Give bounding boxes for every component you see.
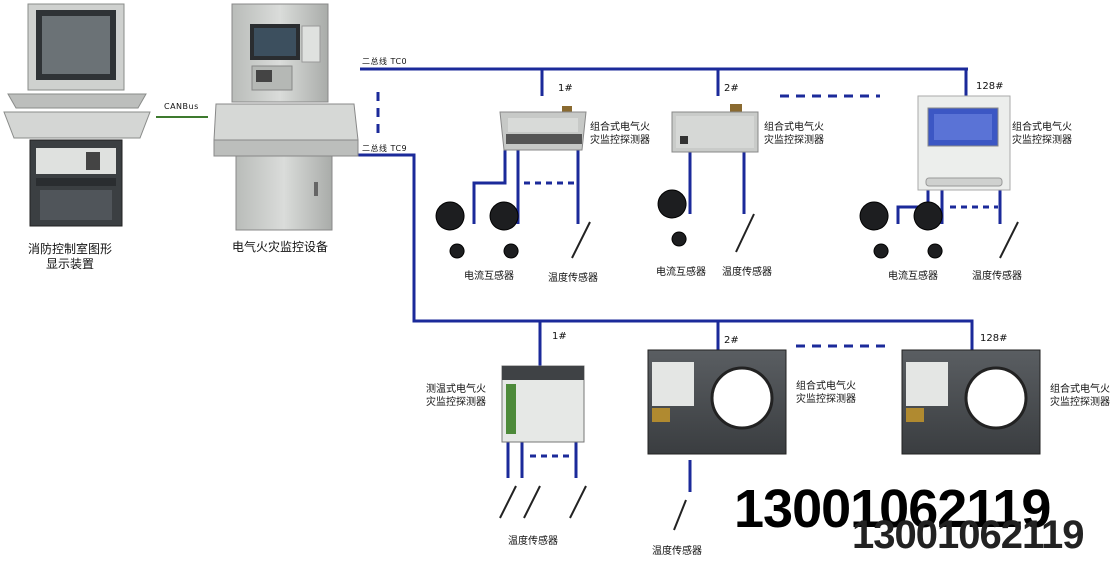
bottom-temp-label-1: 温度传感器 (508, 536, 558, 547)
bottom-node-1-title: 测温式电气火 灾监控探测器 (426, 384, 486, 408)
bus-wiring (358, 67, 1002, 492)
bus-tc9-label: 二总线 TC9 (362, 144, 408, 153)
top-temp-label-3: 温度传感器 (972, 271, 1022, 282)
graphic-display-label: 消防控制室图形 显示装置 (28, 242, 113, 271)
top-node-2-title: 组合式电气火 灾监控探测器 (764, 122, 824, 146)
top-current-transformers (435, 189, 943, 259)
top-node-128-number: 128# (976, 81, 1004, 92)
top-detector-1 (499, 106, 587, 151)
top-current-label-2: 电流互感器 (656, 267, 706, 278)
top-temp-label-1: 温度传感器 (548, 273, 598, 284)
bottom-temperature-probes (499, 485, 687, 531)
bottom-detector-128 (901, 349, 1041, 455)
bottom-detector-2 (647, 349, 787, 455)
top-detector-2 (671, 104, 759, 153)
fire-monitor-label: 电气火灾监控设备 (232, 240, 329, 254)
bottom-detector-1 (501, 365, 585, 443)
top-detector-128 (917, 95, 1011, 191)
bottom-node-1-number: 1# (552, 331, 567, 342)
watermark-phone-2: 13001062119 (852, 513, 1084, 557)
bottom-node-128-title: 组合式电气火 灾监控探测器 (1050, 384, 1110, 408)
graphic-display-device (3, 3, 151, 227)
top-node-2-number: 2# (724, 83, 739, 94)
top-temperature-probes (571, 213, 1019, 259)
top-node-128-title: 组合式电气火 灾监控探测器 (1012, 122, 1072, 146)
bottom-node-2-number: 2# (724, 335, 739, 346)
bus-tc9-line (358, 153, 974, 356)
bottom-temp-label-2: 温度传感器 (652, 546, 702, 557)
top-node-1-number: 1# (558, 83, 573, 94)
bottom-node-128-number: 128# (980, 333, 1008, 344)
bottom-node-2-title: 组合式电气火 灾监控探测器 (796, 381, 856, 405)
top-temp-label-2: 温度传感器 (722, 267, 772, 278)
canbus-label: CANBus (164, 102, 199, 111)
top-node-1-title: 组合式电气火 灾监控探测器 (590, 122, 650, 146)
fire-monitor-cabinet (213, 3, 359, 231)
top-current-label-3: 电流互感器 (888, 271, 938, 282)
top-current-label-1: 电流互感器 (464, 271, 514, 282)
bus-tc0-label: 二总线 TC0 (362, 57, 408, 66)
watermark-phone-1: 13001062119 (734, 479, 1051, 539)
